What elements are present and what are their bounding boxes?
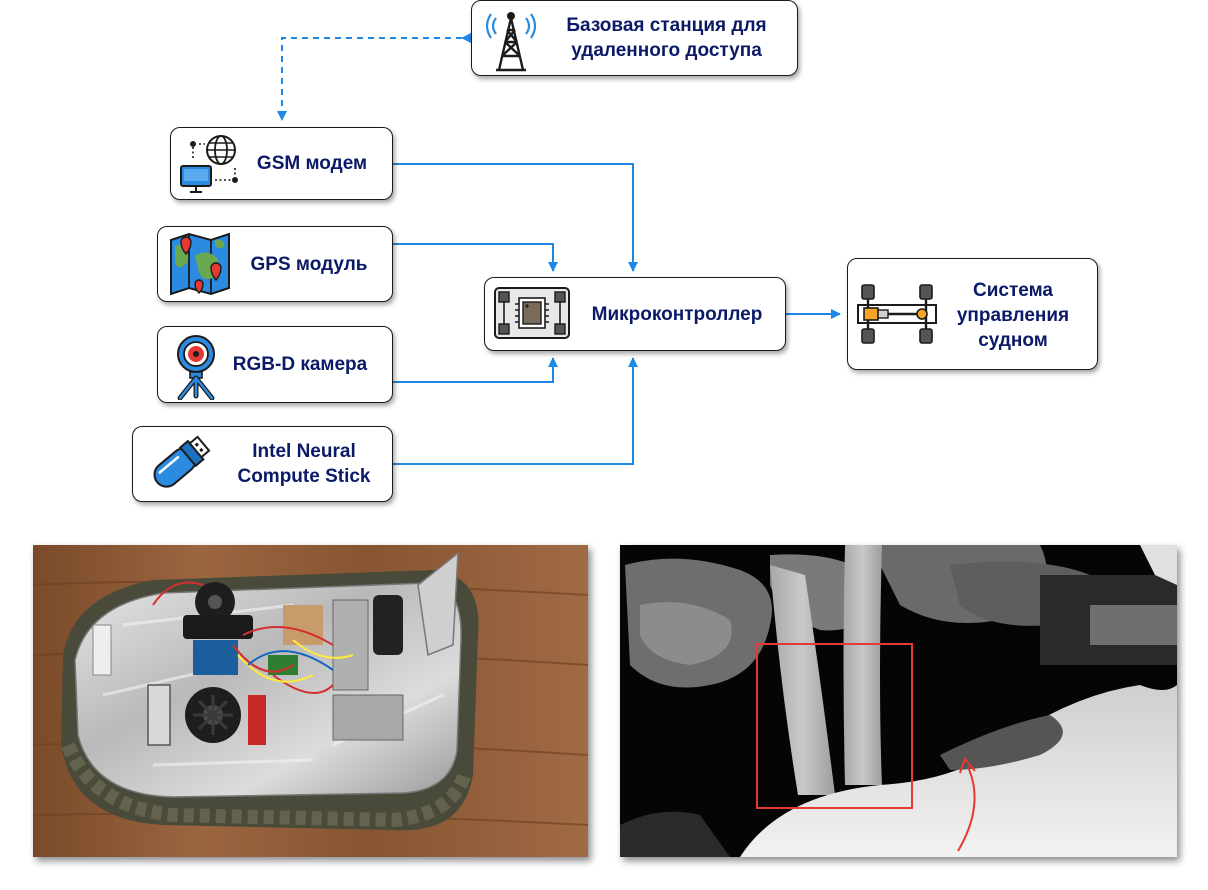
camera-tripod-icon xyxy=(177,335,215,400)
gps-module-label: GPS модуль xyxy=(250,253,368,275)
microcontroller-node: Микроконтроллер xyxy=(484,277,786,351)
network-computer-icon xyxy=(180,135,238,193)
gps-module-node: GPS модуль xyxy=(157,226,393,302)
arrow-base-gsm xyxy=(277,33,471,121)
microcontroller-label: Микроконтроллер xyxy=(591,303,763,325)
base-station-node: Базовая станция для удаленного доступа xyxy=(471,0,798,76)
ncs-label: Intel Neural Compute Stick xyxy=(237,441,371,487)
arrow-camera-mcu xyxy=(392,357,558,383)
chip-board-icon xyxy=(494,287,570,339)
rgbd-camera-label: RGB-D камера xyxy=(232,354,368,375)
arrow-gps-mcu xyxy=(392,243,558,272)
arrow-ncs-mcu xyxy=(392,357,638,465)
depth-map-image xyxy=(620,545,1177,857)
gsm-modem-label: GSM модем xyxy=(256,152,368,174)
control-system-label: Система управления судном xyxy=(956,279,1070,351)
arrow-gsm-mcu xyxy=(392,163,638,272)
prototype-photo xyxy=(33,545,588,857)
rgbd-camera-node: RGB-D камера xyxy=(157,326,393,403)
ncs-node: Intel Neural Compute Stick xyxy=(132,426,393,502)
vehicle-chassis-icon xyxy=(857,284,937,344)
map-pin-icon xyxy=(170,232,230,296)
base-station-label: Базовая станция для удаленного доступа xyxy=(566,15,767,61)
control-system-node: Система управления судном xyxy=(847,258,1098,370)
usb-stick-icon xyxy=(153,435,211,488)
radio-tower-icon xyxy=(486,12,536,72)
gsm-modem-node: GSM модем xyxy=(170,127,393,200)
